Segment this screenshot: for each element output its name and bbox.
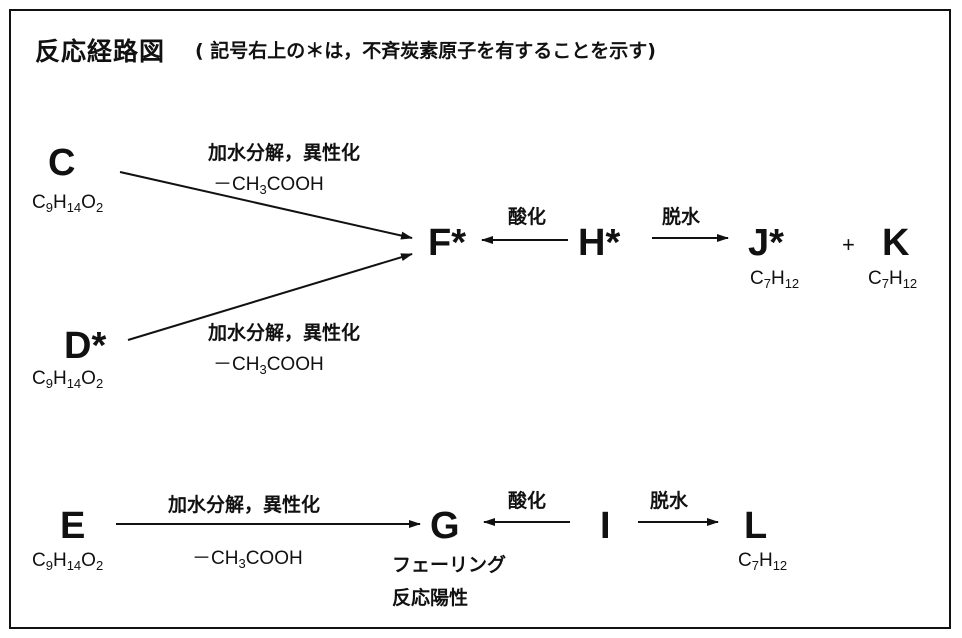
formula-j: C7H12 (750, 268, 800, 291)
compound-j: J* (748, 222, 784, 264)
condition-h-to-f: 酸化 (508, 206, 547, 228)
eliminated-d-to-f: －CH3COOH (213, 354, 324, 377)
condition-i-to-g: 酸化 (508, 490, 547, 512)
eliminated-e-to-g: －CH3COOH (192, 548, 303, 571)
compound-f: F* (428, 222, 466, 264)
formula-l: C7H12 (738, 550, 788, 573)
diagram-frame (9, 9, 951, 629)
condition-d-to-f: 加水分解，異性化 (208, 322, 361, 344)
formula-e: C9H14O2 (32, 550, 104, 573)
compound-i: I (600, 505, 611, 547)
condition-c-to-f: 加水分解，異性化 (208, 142, 361, 164)
formula-c: C9H14O2 (32, 192, 104, 215)
compound-g: G (430, 505, 460, 547)
g-note-fehling: フェーリング (392, 554, 507, 576)
formula-k: C7H12 (868, 268, 918, 291)
eliminated-c-to-f: －CH3COOH (213, 174, 324, 197)
arrow-c-to-f (119, 171, 413, 240)
diagram-title: 反応経路図 (35, 37, 166, 66)
compound-k: K (882, 222, 910, 264)
title-note: ( 記号右上の＊は，不斉炭素原子を有することを示す) (195, 40, 656, 62)
compound-h: H* (578, 222, 621, 264)
compound-d: D* (64, 325, 107, 367)
arrow-d-to-f (127, 253, 413, 341)
compound-c: C (48, 142, 76, 184)
g-note-positive: 反応陽性 (392, 587, 469, 609)
condition-e-to-g: 加水分解，異性化 (168, 494, 321, 516)
compound-l: L (744, 505, 768, 547)
condition-i-to-l: 脱水 (650, 490, 689, 512)
formula-d: C9H14O2 (32, 368, 104, 391)
condition-h-to-j: 脱水 (662, 206, 701, 228)
plus-sign: + (842, 232, 855, 257)
compound-e: E (60, 505, 86, 547)
